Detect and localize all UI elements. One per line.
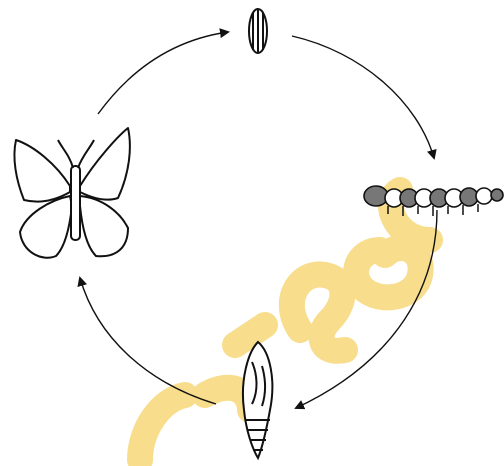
upper-right-wing <box>80 128 130 200</box>
lower-left-wing <box>20 196 72 258</box>
arrow-butterfly-to-egg <box>98 32 228 114</box>
lower-right-wing <box>80 196 128 256</box>
watermark <box>140 190 430 460</box>
arrow-pupa-to-butterfly <box>80 278 216 404</box>
left-antenna <box>58 140 73 168</box>
pupa-icon <box>243 342 272 458</box>
arrow-egg-to-caterpillar <box>292 36 434 158</box>
right-antenna <box>78 140 94 168</box>
butterfly-body <box>71 166 80 240</box>
upper-left-wing <box>14 140 70 202</box>
egg-icon <box>249 9 267 53</box>
butterfly-icon <box>14 128 129 258</box>
